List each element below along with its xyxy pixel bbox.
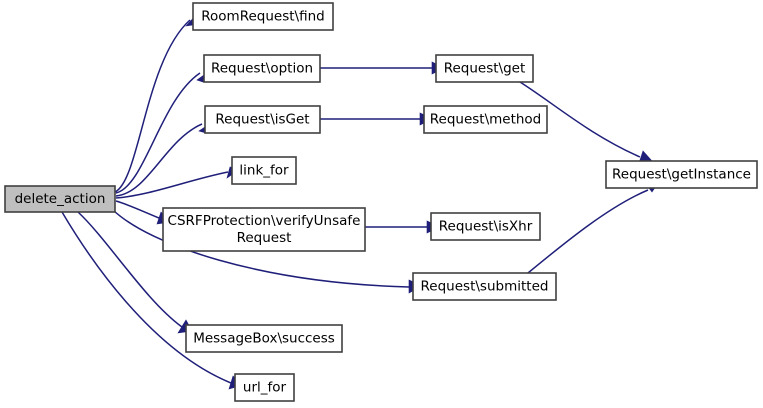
node-label: RoomRequest\find xyxy=(201,9,324,25)
node-box[interactable] xyxy=(162,207,366,252)
node-box[interactable] xyxy=(231,156,297,185)
node-box[interactable] xyxy=(204,105,321,134)
edge-line xyxy=(61,211,232,384)
graph-node-request_option[interactable]: Request\option xyxy=(203,54,321,83)
node-label: Request xyxy=(237,230,292,246)
call-edge-request_submitted-to-request_getinstance xyxy=(527,179,661,274)
graph-node-link_for[interactable]: link_for xyxy=(231,156,297,185)
node-label: CSRFProtection\verifyUnsafe xyxy=(168,213,361,229)
node-box[interactable] xyxy=(430,212,541,241)
edge-line xyxy=(114,19,191,193)
graph-node-messagebox_success[interactable]: MessageBox\success xyxy=(185,324,343,353)
edge-line xyxy=(115,200,160,219)
node-label: link_for xyxy=(239,163,289,179)
node-box[interactable] xyxy=(185,324,343,353)
edge-line xyxy=(77,211,183,328)
node-box[interactable] xyxy=(412,272,557,301)
node-label: MessageBox\success xyxy=(193,331,335,347)
node-label: url_for xyxy=(243,380,287,396)
node-label: Request\submitted xyxy=(421,279,549,295)
call-edge-delete_action-to-request_isget xyxy=(115,120,215,197)
graph-node-room_request_find[interactable]: RoomRequest\find xyxy=(192,2,334,31)
node-label: delete_action xyxy=(15,191,106,207)
graph-node-request_get[interactable]: Request\get xyxy=(435,54,534,83)
node-box[interactable] xyxy=(605,160,758,189)
graph-node-request_submitted[interactable]: Request\submitted xyxy=(412,272,557,301)
edge-line xyxy=(115,72,201,194)
call-edge-request_option-to-request_get xyxy=(320,61,446,75)
node-box[interactable] xyxy=(423,105,548,134)
edge-line xyxy=(112,209,410,288)
call-edge-delete_action-to-link_for xyxy=(115,166,241,199)
node-label: Request\getInstance xyxy=(612,167,751,183)
graph-node-request_isxhr[interactable]: Request\isXhr xyxy=(430,212,541,241)
call-edge-request_isget-to-request_method xyxy=(320,112,434,126)
graph-node-url_for[interactable]: url_for xyxy=(234,373,295,402)
node-box[interactable] xyxy=(192,2,334,31)
node-label: Request\isGet xyxy=(215,112,309,128)
edge-line xyxy=(115,123,203,197)
graph-node-request_getinstance[interactable]: Request\getInstance xyxy=(605,160,758,189)
edge-line xyxy=(527,189,649,274)
call-edge-delete_action-to-request_option xyxy=(115,69,212,194)
node-box[interactable] xyxy=(234,373,295,402)
call-edge-csrf_verify_unsafe_request-to-request_isxhr xyxy=(365,220,441,234)
node-box[interactable] xyxy=(4,185,116,213)
edges-layer xyxy=(61,12,661,390)
graph-node-request_isget[interactable]: Request\isGet xyxy=(204,105,321,134)
edge-line xyxy=(519,81,641,158)
node-box[interactable] xyxy=(203,54,321,83)
graph-node-delete_action[interactable]: delete_action xyxy=(4,185,116,213)
graph-node-request_method[interactable]: Request\method xyxy=(423,105,548,134)
node-label: Request\isXhr xyxy=(439,219,533,235)
nodes-layer: delete_action RoomRequest\findRequest\opt… xyxy=(4,2,758,402)
edge-line xyxy=(115,171,229,199)
node-box[interactable] xyxy=(435,54,534,83)
node-label: Request\option xyxy=(211,61,313,77)
node-label: Request\get xyxy=(444,61,526,77)
node-label: Request\method xyxy=(430,112,542,128)
